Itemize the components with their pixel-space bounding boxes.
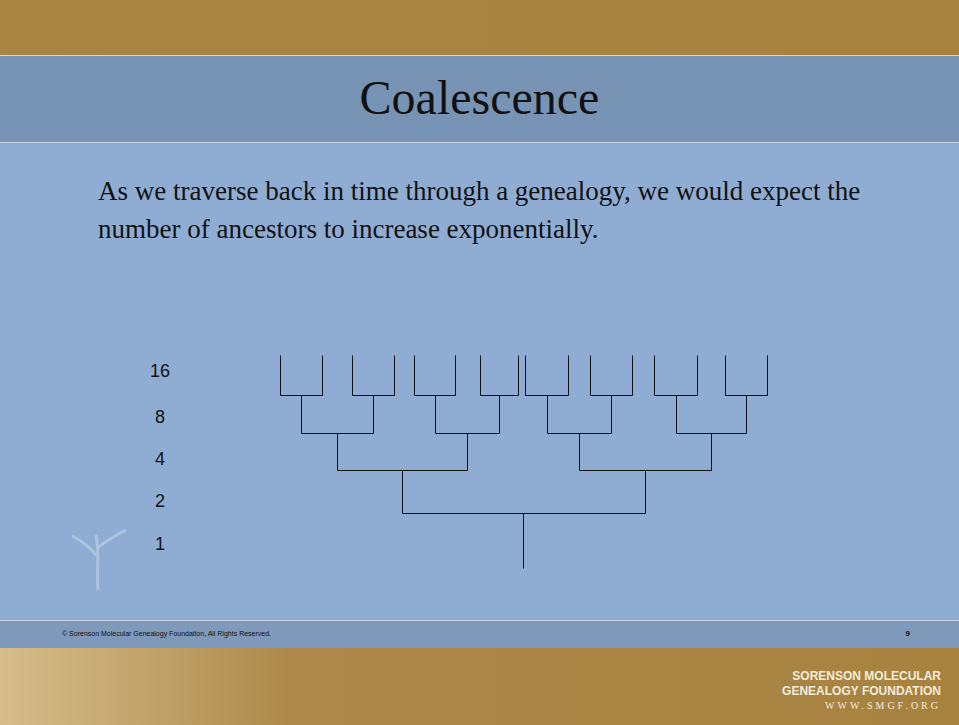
tree-branch [726,356,768,396]
rule [0,620,959,621]
rule [0,55,959,56]
tree-branch [655,356,698,396]
tree-branch [415,356,456,396]
level-count: 2 [130,490,190,512]
body-text: As we traverse back in time through a ge… [98,172,878,248]
rule [0,142,959,143]
level-count: 8 [130,406,190,428]
tree-branch [281,356,323,396]
tree-branch [302,396,374,434]
tree-branch [353,356,395,396]
tree-branch [580,434,712,471]
bottom-band [0,648,959,725]
tree-branch [436,396,500,434]
tree-branch [338,434,468,471]
logo-text: SORENSON MOLECULAR [640,669,941,683]
top-band [0,0,959,55]
genealogy-tree [281,356,768,569]
copyright: © Sorenson Molecular Genealogy Foundatio… [62,629,562,639]
logo-url: WWW.SMGF.ORG [640,700,941,712]
slide-title: Coalescence [0,68,959,128]
tree-logo [72,530,126,590]
level-count: 16 [130,360,190,382]
tree-branch [526,356,569,396]
title-band [0,55,959,143]
tree-branch [523,514,524,569]
tree-branch [591,356,633,396]
level-count: 4 [130,448,190,470]
tree-branch [481,356,519,396]
tree-branch [677,396,747,434]
footer-bar [0,620,959,648]
logo-text: GENEALOGY FOUNDATION [640,684,941,698]
page-number: 9 [870,629,910,639]
tree-branch [548,396,612,434]
body-panel [0,143,959,620]
tree-branch [403,471,646,514]
level-count: 1 [130,533,190,555]
